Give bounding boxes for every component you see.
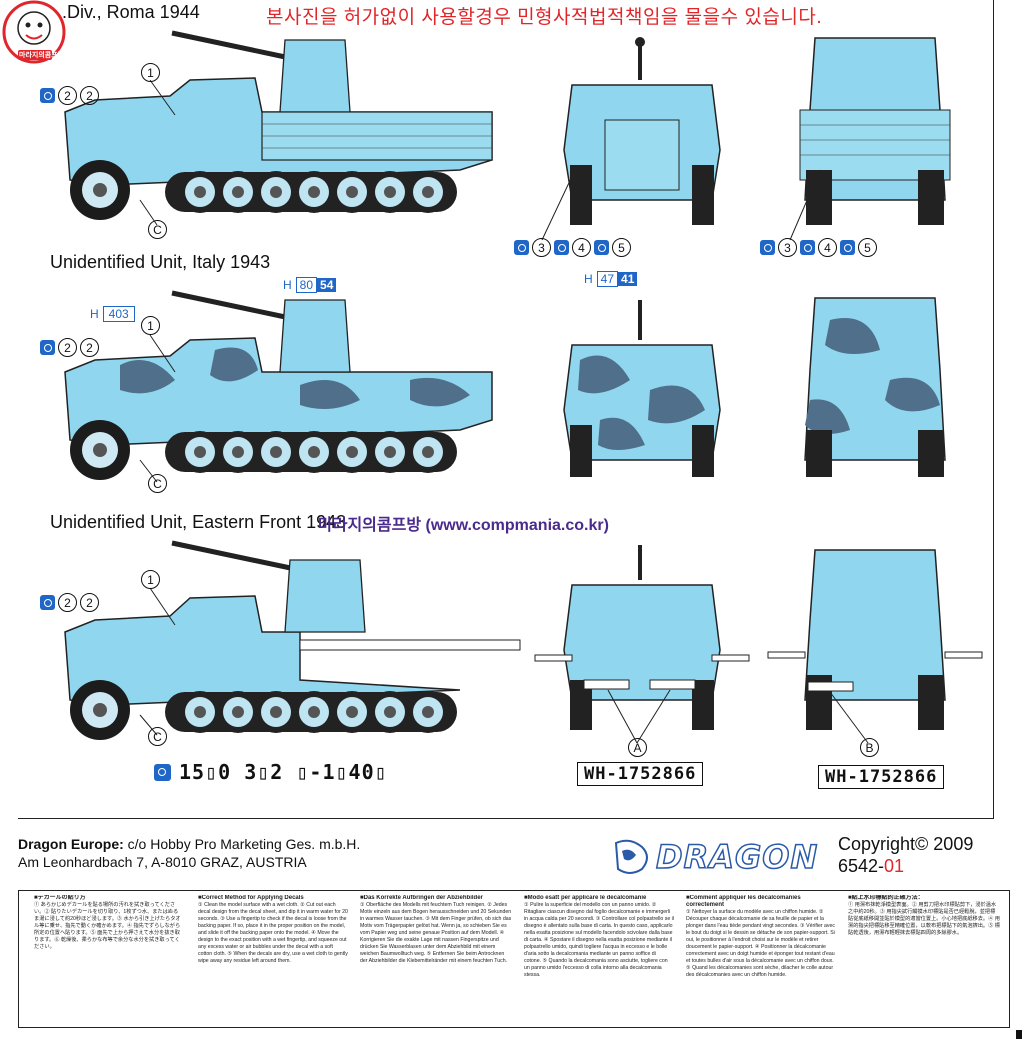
balkenkreuz-icon <box>554 240 569 255</box>
balkenkreuz-icon <box>760 240 775 255</box>
callout-2: 2 <box>80 338 99 357</box>
callout-2: 2 <box>80 86 99 105</box>
callout-b: B <box>860 738 879 757</box>
callout-c-row2: C <box>148 474 167 493</box>
section-title-2: Unidentified Unit, Italy 1943 <box>50 252 271 272</box>
unit-serial-marking: 15▯0 3▯2 ▯-1▯40▯ <box>154 760 388 784</box>
watermark-site: 마라지의콤프방 (www.compmania.co.kr) <box>318 517 609 534</box>
balkenkreuz-icon <box>840 240 855 255</box>
company-detail: c/o Hobby Pro Marketing Ges. m.b.H. <box>123 836 361 852</box>
dragon-logo <box>612 837 826 877</box>
section-title-1: .Div., Roma 1944 <box>62 2 200 22</box>
page-frame <box>18 0 994 819</box>
instructions-italian: ■Modo esatt per applicare le decalcomani… <box>524 895 674 978</box>
balkenkreuz-icon <box>154 763 171 781</box>
dragon-brand: DRAGON <box>655 837 819 877</box>
copyright-block: Copyright© 2009 6542-01 <box>838 833 973 877</box>
decal-instructions-frame <box>18 890 1010 1028</box>
side-view-2 <box>64 290 493 480</box>
balkenkreuz-icon <box>514 240 529 255</box>
front-decal-callout: 3 4 5 <box>514 238 631 257</box>
callout-3: 3 <box>532 238 551 257</box>
marking-h403: H 403 <box>90 306 135 322</box>
rear-view-1 <box>799 37 951 225</box>
site-logo-icon <box>2 0 66 64</box>
front-view-3 <box>534 545 750 730</box>
product-code: 6542- <box>838 856 885 876</box>
license-plate-a: WH-1752866 <box>577 762 704 786</box>
side-view-1 <box>64 30 493 220</box>
callout-2: 2 <box>58 338 77 357</box>
section-title-3: Unidentified Unit, Eastern Front 1943 <box>50 512 347 532</box>
logo-text: 마라지의콤프방 <box>19 52 65 59</box>
company-info: Dragon Europe: c/o Hobby Pro Marketing G… <box>18 835 360 871</box>
balkenkreuz-icon <box>40 88 55 103</box>
callout-2: 2 <box>80 593 99 612</box>
instructions-french: ■Comment appliquer les décalcomanies cor… <box>686 895 835 978</box>
callout-1-row3: 1 <box>141 570 160 589</box>
side-decal-callout-row3: 2 2 <box>40 593 99 612</box>
marking-h8054: H 80 54 <box>283 277 337 293</box>
callout-5: 5 <box>858 238 877 257</box>
front-view-1 <box>563 37 721 225</box>
callout-2: 2 <box>58 593 77 612</box>
vehicle-illustrations <box>64 30 983 744</box>
balkenkreuz-icon <box>40 595 55 610</box>
copyright-text: Copyright© 2009 <box>838 834 974 854</box>
balkenkreuz-icon <box>800 240 815 255</box>
callout-2: 2 <box>58 86 77 105</box>
callout-3: 3 <box>778 238 797 257</box>
instructions-english: ■Correct Method for Applying Decals ① Cl… <box>198 895 348 964</box>
callout-a: A <box>628 738 647 757</box>
callout-1-row2: 1 <box>141 316 160 335</box>
instructions-german: ■Das Korrekte Aufbringen der Abziehbilde… <box>360 895 512 964</box>
license-plate-b: WH-1752866 <box>818 765 945 789</box>
callout-4: 4 <box>818 238 837 257</box>
rear-view-2 <box>804 297 946 477</box>
instructions-chinese: ■貼上水印標貼的正確方法： ① 用濕布抹乾淨模型表面。② 用剪刀把水印標貼剪下，… <box>848 895 1000 936</box>
company-name: Dragon Europe: <box>18 836 124 852</box>
registration-mark <box>1016 1030 1022 1039</box>
side-view-3 <box>64 540 521 740</box>
callout-c-row1: C <box>148 220 167 239</box>
callout-5: 5 <box>612 238 631 257</box>
side-decal-callout-row2: 2 2 <box>40 338 99 357</box>
side-decal-callout-row1: 2 2 <box>40 86 99 105</box>
instructions-japanese: ■デカールの貼り方 ① あらかじめデカールを貼る場所の汚れを拭き取ってください。… <box>34 895 181 950</box>
front-view-2 <box>563 300 721 477</box>
callout-1-row1: 1 <box>141 63 160 82</box>
company-address: Am Leonhardbach 7, A-8010 GRAZ, AUSTRIA <box>18 854 307 870</box>
rear-decal-callout: 3 4 5 <box>760 238 877 257</box>
callout-4: 4 <box>572 238 591 257</box>
copyright-warning: 본사진을 허가없이 사용할경우 민형사적법적책임을 물을수 있습니다. <box>266 7 823 28</box>
balkenkreuz-icon <box>40 340 55 355</box>
balkenkreuz-icon <box>594 240 609 255</box>
callout-c-row3: C <box>148 727 167 746</box>
rear-view-3 <box>767 549 983 730</box>
product-code-suffix: 01 <box>884 856 905 876</box>
marking-h4741: H 47 41 <box>584 271 638 287</box>
